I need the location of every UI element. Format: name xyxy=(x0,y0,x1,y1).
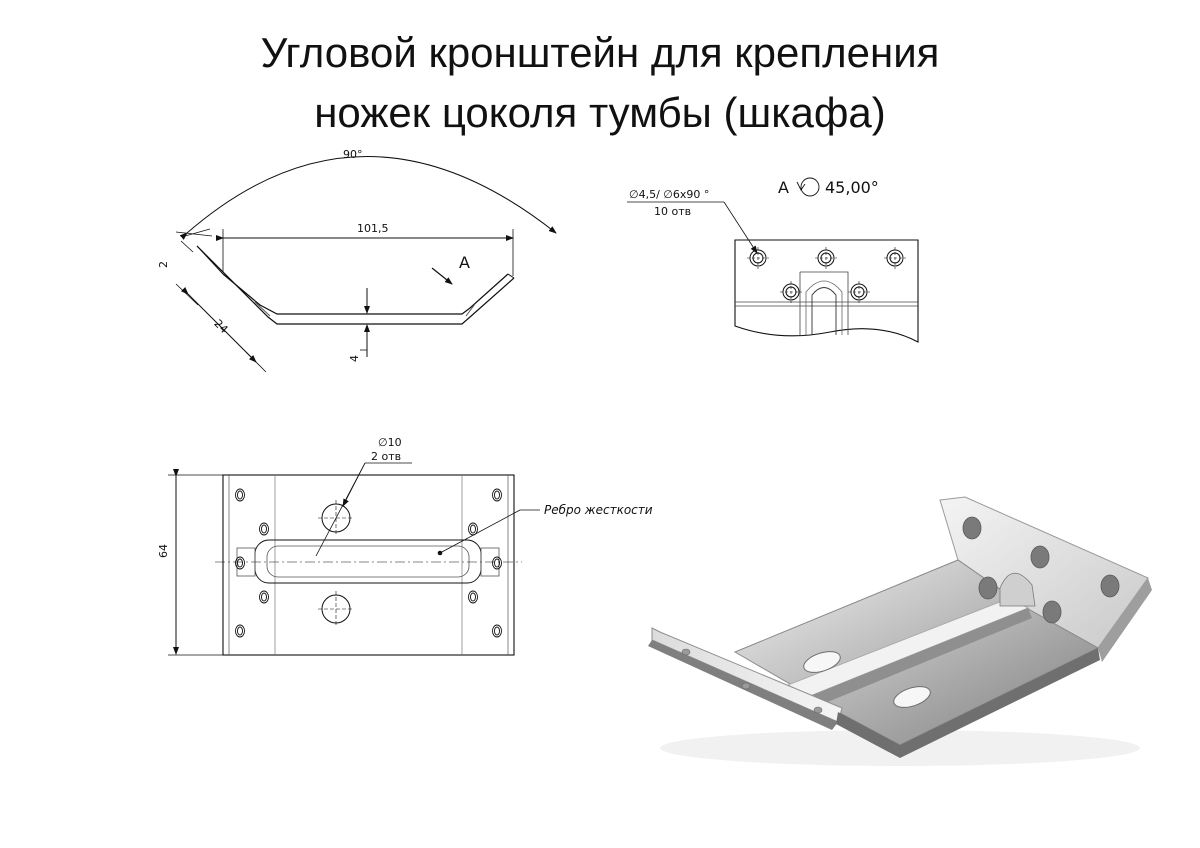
rotation-label: 45,00° xyxy=(825,178,879,197)
detail-hole xyxy=(780,281,802,303)
render-hole xyxy=(962,516,982,540)
render-base-hole xyxy=(893,686,931,708)
rib-label: Ребро жесткости xyxy=(544,503,653,517)
holes-count-label: 10 отв xyxy=(654,205,691,218)
gap-label: 2 xyxy=(157,261,170,268)
flange-hole xyxy=(259,522,269,536)
detail-hole xyxy=(747,247,769,269)
flange-hole xyxy=(492,624,502,638)
detail-leader xyxy=(723,201,758,254)
center-hole xyxy=(318,591,354,627)
flange-hole xyxy=(259,590,269,604)
flange-dimension-line xyxy=(180,286,257,363)
detail-hole xyxy=(848,281,870,303)
flange-hole xyxy=(492,488,502,502)
bracket-profile-inner xyxy=(222,273,509,315)
render-hole xyxy=(813,706,823,714)
hole-spec-label: ∅10 xyxy=(378,436,402,449)
bracket-3d-render xyxy=(648,496,1152,766)
rotation-symbol xyxy=(800,177,820,197)
view-marker-label: A xyxy=(459,253,470,272)
height-label: 64 xyxy=(157,544,170,558)
top-outline xyxy=(222,474,515,656)
flange-hole xyxy=(492,556,502,570)
render-hole xyxy=(1030,545,1050,569)
flange-hole xyxy=(235,624,245,638)
detail-outline xyxy=(734,239,919,343)
title-line-2: ножек цоколя тумбы (шкафа) xyxy=(314,89,886,136)
render-hole xyxy=(1100,574,1120,598)
title-line-1: Угловой кронштейн для крепления xyxy=(260,29,940,76)
angle-label: 90° xyxy=(343,148,363,161)
render-hole xyxy=(978,576,998,600)
rib-leader xyxy=(439,509,521,554)
flange-hole xyxy=(468,590,478,604)
detail-hole xyxy=(884,247,906,269)
angle-arc xyxy=(179,156,557,240)
view-arrow xyxy=(431,267,453,285)
detail-hole xyxy=(815,247,837,269)
top-view xyxy=(168,462,540,656)
side-view xyxy=(175,156,557,373)
thickness-label: 4 xyxy=(348,355,361,362)
render-hole xyxy=(1042,600,1062,624)
stiffening-rib xyxy=(254,539,482,584)
render-base-hole xyxy=(803,651,841,673)
hole-count-label: 2 отв xyxy=(371,450,401,463)
flange-hole xyxy=(235,556,245,570)
detail-view xyxy=(627,177,919,343)
render-hole xyxy=(741,682,751,690)
width-label: 101,5 xyxy=(357,222,389,235)
render-hole xyxy=(681,648,691,656)
holes-spec-label: ∅4,5/ ∅6x90 ° xyxy=(629,188,709,201)
flange-hole xyxy=(235,488,245,502)
detail-view-label: A xyxy=(778,178,789,197)
